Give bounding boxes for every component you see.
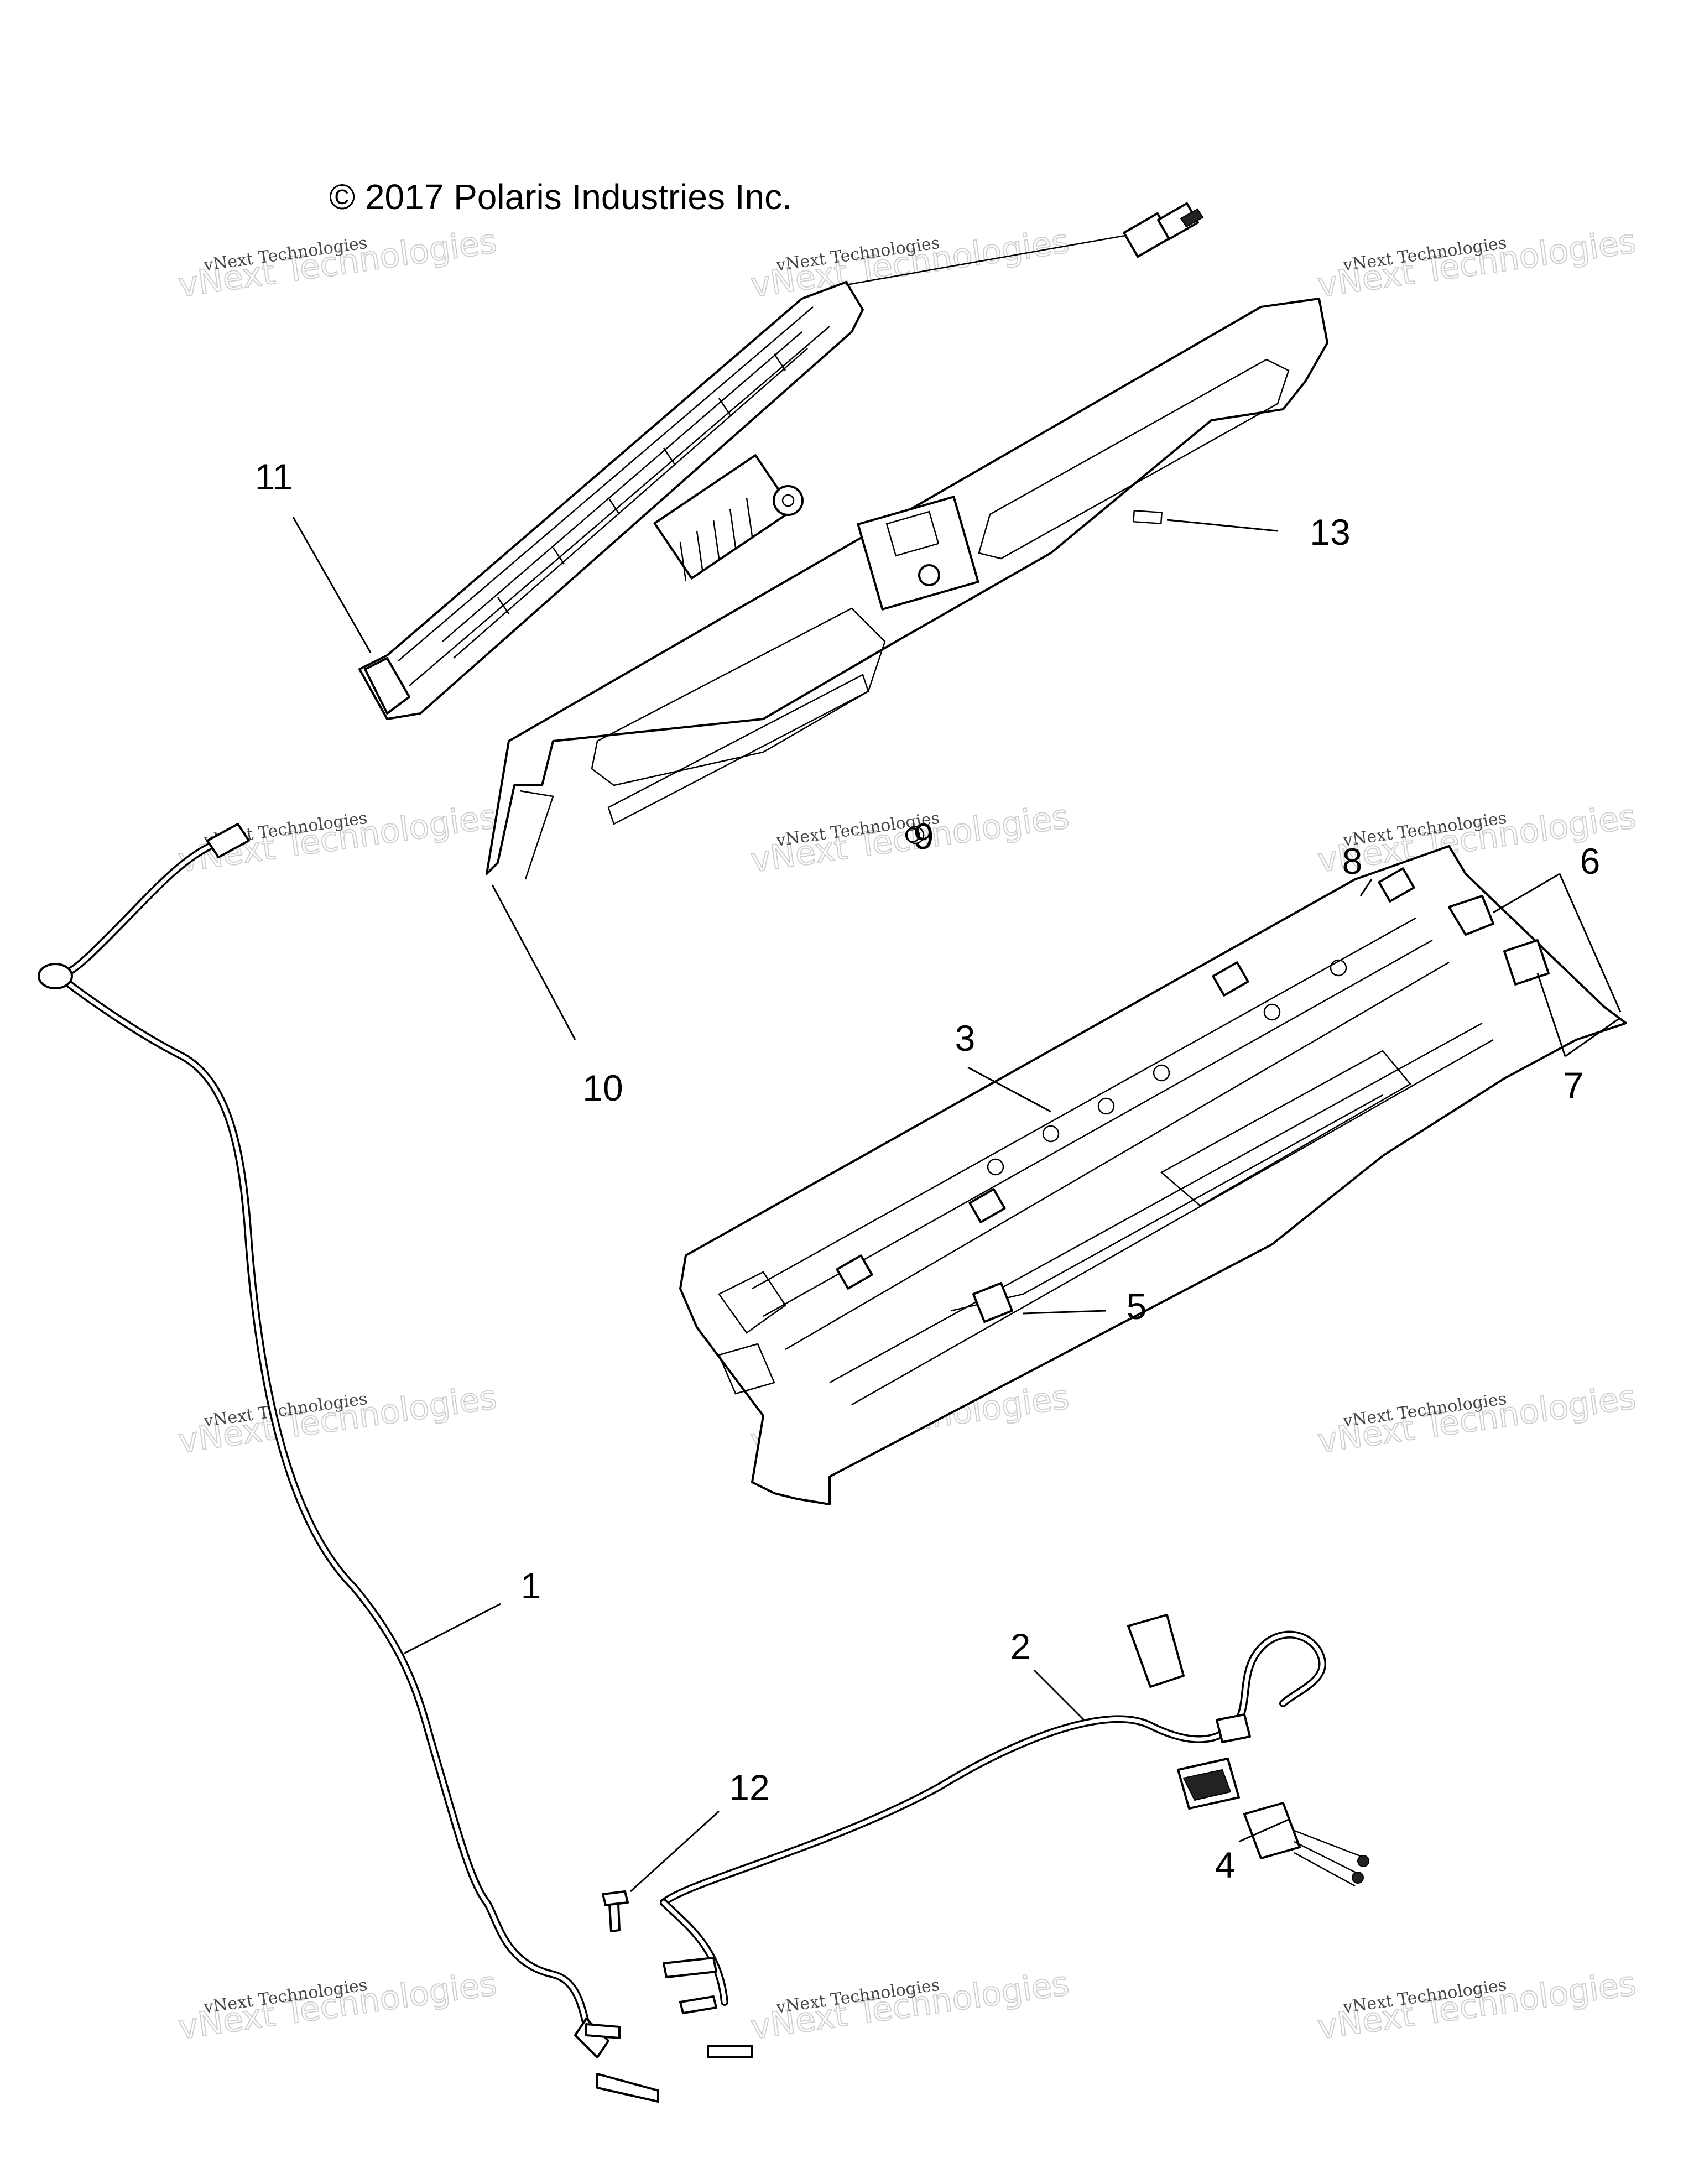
leader-5 (1023, 1310, 1107, 1315)
callout-11: 11 (255, 456, 293, 497)
callout-4: 4 (1215, 1844, 1236, 1885)
callout-3: 3 (955, 1018, 976, 1059)
leader-1 (403, 1603, 501, 1655)
callout-6: 6 (1580, 841, 1601, 882)
part-4-connector (1243, 1802, 1369, 1887)
leader-12 (629, 1810, 720, 1893)
leader-10 (491, 884, 576, 1040)
part-3-panel-assembly (679, 845, 1627, 1505)
leader-6a (1493, 873, 1560, 914)
watermark: vNext Technologies vNext Technologies (175, 1377, 499, 1461)
callout-7: 7 (1564, 1065, 1584, 1106)
part-13-label (1133, 509, 1163, 525)
part-1-harness (38, 823, 659, 2103)
leader-13 (1166, 519, 1278, 532)
leader-2 (1033, 1669, 1085, 1721)
part-12-fastener (602, 1890, 629, 1932)
callouts: 1 2 3 4 5 6 7 8 9 10 11 12 13 (255, 456, 1601, 1885)
part-11-upper-bar (358, 202, 1204, 720)
callout-8: 8 (1342, 841, 1363, 882)
leader-3 (967, 1066, 1051, 1113)
watermark: vNext Technologies vNext Technologies (1315, 1377, 1639, 1461)
watermark: vNext Technologies vNext Technologies (175, 221, 499, 305)
watermark: vNext Technologies vNext Technologies (748, 796, 1072, 880)
callout-1: 1 (521, 1565, 541, 1606)
copyright-text: © 2017 Polaris Industries Inc. (329, 177, 792, 217)
part-9-grommet (906, 826, 925, 845)
callout-10: 10 (582, 1067, 623, 1108)
leader-6b (1559, 873, 1622, 1013)
watermark: vNext Technologies vNext Technologies (748, 1963, 1072, 2047)
watermark: vNext Technologies vNext Technologies (748, 221, 1072, 305)
callout-9: 9 (914, 816, 934, 857)
callout-12: 12 (729, 1767, 769, 1808)
part-2-harness (660, 1614, 1327, 2058)
leader-8 (1359, 879, 1373, 896)
callout-5: 5 (1127, 1286, 1147, 1327)
part-10-dash-panel (486, 298, 1328, 880)
watermark: vNext Technologies vNext Technologies (1315, 221, 1639, 305)
watermark: vNext Technologies vNext Technologies (175, 1963, 499, 2047)
leader-4 (1238, 1818, 1289, 1843)
leader-11 (292, 517, 372, 653)
watermark: vNext Technologies vNext Technologies (1315, 1963, 1639, 2047)
callout-2: 2 (1010, 1626, 1031, 1667)
callout-13: 13 (1310, 512, 1350, 552)
leader-7b (1565, 1017, 1621, 1057)
leader-7a (1536, 973, 1566, 1057)
leader-lines (292, 517, 1622, 1893)
